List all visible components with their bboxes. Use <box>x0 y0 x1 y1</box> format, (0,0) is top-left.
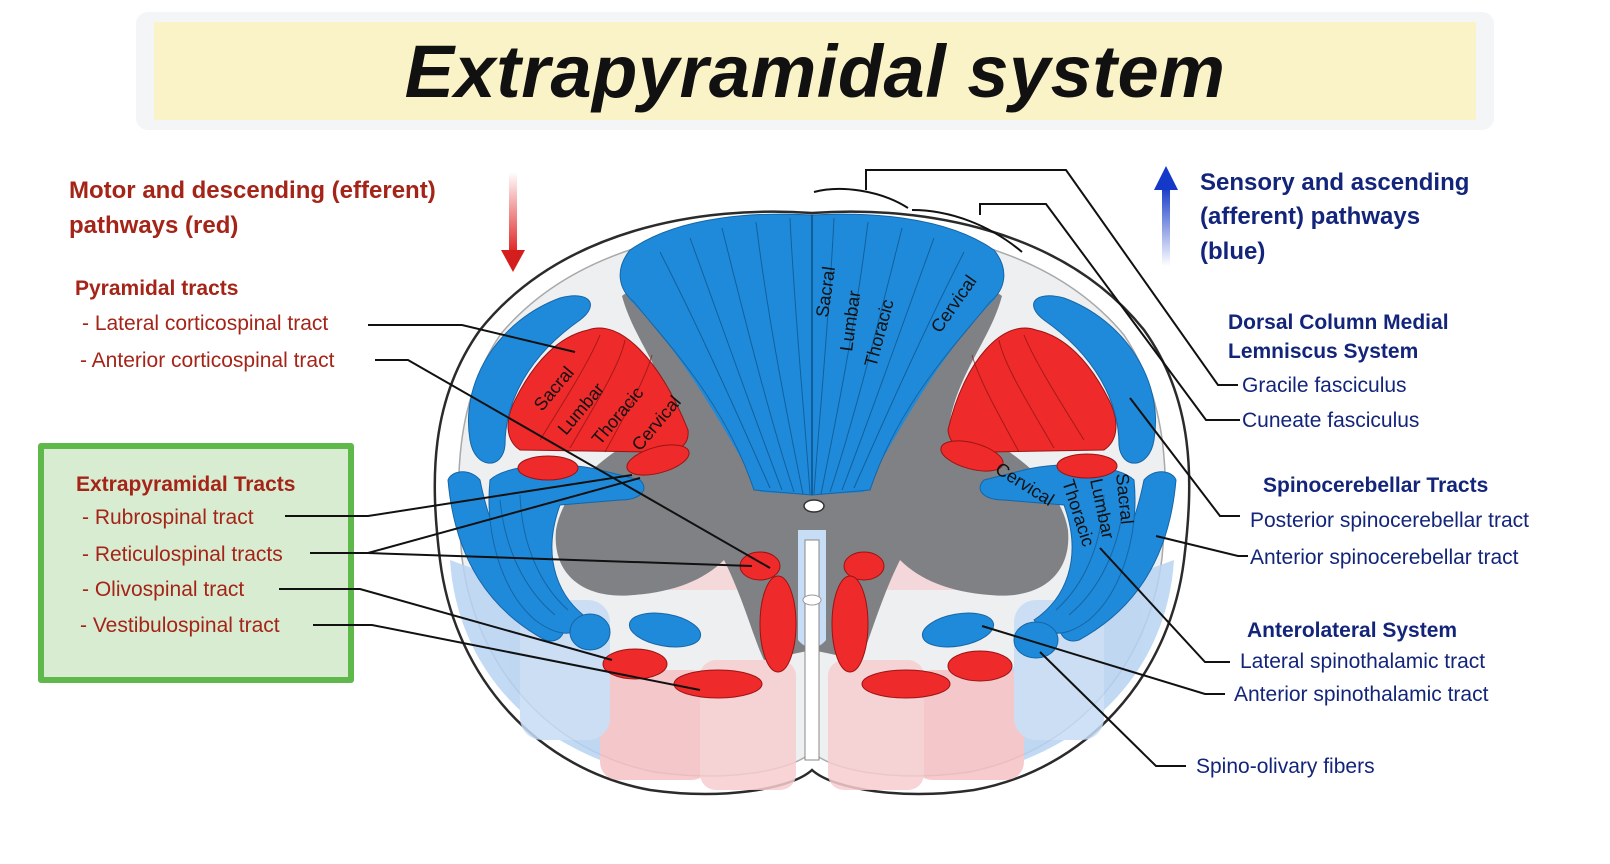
spinal-cord-section: Sacral Lumbar Thoracic Cervical Sacral L… <box>433 210 1191 796</box>
anterior-spinothalamic-label: Anterior spinothalamic tract <box>1234 683 1489 706</box>
vestibulospinal-label: - Vestibulospinal tract <box>80 614 280 637</box>
afferent-arrow-icon <box>1154 166 1178 266</box>
gracile-label: Gracile fasciculus <box>1242 374 1407 397</box>
posterior-spinocerebellar-label: Posterior spinocerebellar tract <box>1250 509 1529 532</box>
lateral-spinothalamic-label: Lateral spinothalamic tract <box>1240 650 1485 673</box>
reticulospinal-label: - Reticulospinal tracts <box>82 543 283 566</box>
dcml-heading-line1: Dorsal Column Medial <box>1228 311 1449 334</box>
spinocerebellar-heading: Spinocerebellar Tracts <box>1263 474 1488 497</box>
page-title: Extrapyramidal system <box>404 29 1226 113</box>
title-banner: Extrapyramidal system <box>136 12 1494 130</box>
cuneate-label: Cuneate fasciculus <box>1242 409 1419 432</box>
rubrospinal-label: - Rubrospinal tract <box>82 506 254 529</box>
grey-matter <box>555 288 1069 660</box>
pyramidal-heading: Pyramidal tracts <box>75 277 238 300</box>
spino-olivary-label: Spino-olivary fibers <box>1196 755 1375 778</box>
olivospinal-label: - Olivospinal tract <box>82 578 244 601</box>
anterolateral-heading: Anterolateral System <box>1247 619 1457 642</box>
title-background: Extrapyramidal system <box>154 22 1476 120</box>
dcml-heading-line2: Lemniscus System <box>1228 340 1418 363</box>
sensory-legend-line1: Sensory and ascending <box>1200 169 1469 196</box>
extrapyramidal-heading: Extrapyramidal Tracts <box>76 473 295 496</box>
sensory-legend-line3: (blue) <box>1200 238 1265 265</box>
motor-legend-line1: Motor and descending (efferent) <box>69 177 436 204</box>
motor-legend-line2: pathways (red) <box>69 212 238 239</box>
lateral-corticospinal-label: - Lateral corticospinal tract <box>82 312 328 335</box>
anterior-spinocerebellar-label: Anterior spinocerebellar tract <box>1250 546 1519 569</box>
extrapyramidal-highlight-box <box>38 443 354 683</box>
sensory-legend-line2: (afferent) pathways <box>1200 203 1420 230</box>
efferent-arrow-icon <box>501 172 525 272</box>
leader-lines <box>279 169 1248 767</box>
anterior-corticospinal-label: - Anterior corticospinal tract <box>80 349 335 372</box>
